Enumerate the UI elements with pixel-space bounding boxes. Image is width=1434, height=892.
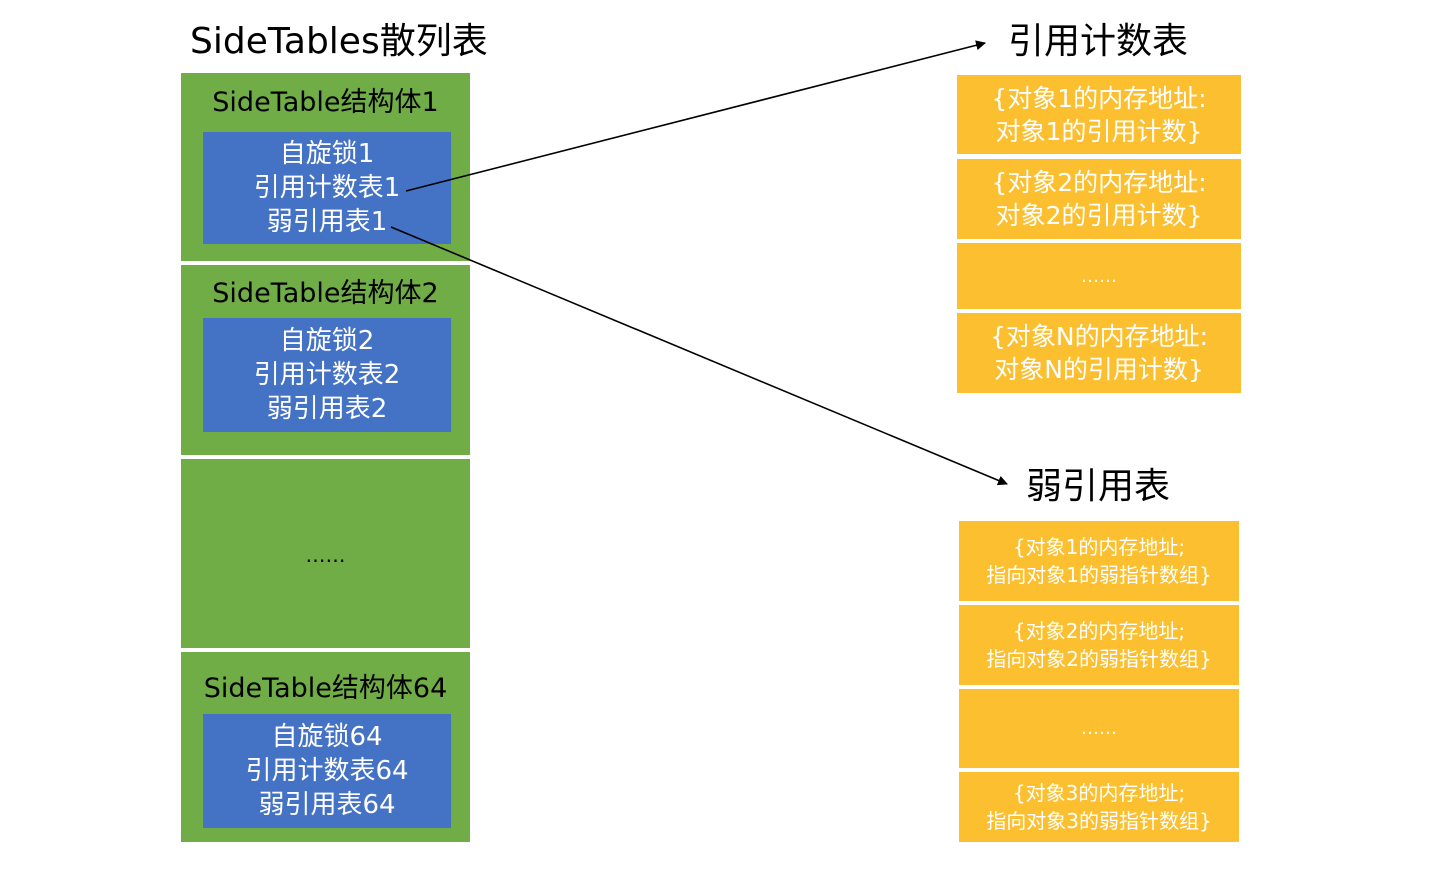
arrow-refcount-table: [405, 40, 986, 192]
weak-row-2-key: {对象2的内存地址;: [1012, 619, 1186, 643]
sidetable-struct-ellipsis: ……: [181, 459, 470, 648]
weak-row-2: {对象2的内存地址; 指向对象2的弱指针数组}: [959, 605, 1239, 685]
struct-1-fields: 自旋锁1 引用计数表1 弱引用表1: [203, 132, 451, 244]
weak-row-3-value: 指向对象3的弱指针数组}: [986, 809, 1212, 833]
weak-row-1: {对象1的内存地址; 指向对象1的弱指针数组}: [959, 521, 1239, 601]
struct-1-refcount-table: 引用计数表1: [253, 173, 401, 203]
weak-row-1-key: {对象1的内存地址;: [1012, 535, 1186, 559]
struct-1-name: SideTable结构体1: [212, 87, 439, 118]
sidetables-title: SideTables散列表: [190, 21, 488, 62]
weak-row-1-value: 指向对象1的弱指针数组}: [986, 563, 1212, 587]
weak-row-3-key: {对象3的内存地址;: [1012, 781, 1186, 805]
weak-row-ellipsis: ……: [959, 689, 1239, 768]
refcount-row-1-value: 对象1的引用计数}: [995, 116, 1203, 146]
struct-64-weak-table: 弱引用表64: [258, 790, 396, 820]
refcount-row-2: {对象2的内存地址: 对象2的引用计数}: [957, 159, 1241, 239]
weak-row-3: {对象3的内存地址; 指向对象3的弱指针数组}: [959, 772, 1239, 842]
struct-2-refcount-table: 引用计数表2: [253, 360, 401, 390]
weak-table-title: 弱引用表: [1026, 466, 1171, 507]
arrow-weak-table: [390, 226, 1008, 486]
sidetable-struct-2: SideTable结构体2 自旋锁2 引用计数表2 弱引用表2: [181, 265, 470, 455]
refcount-table-title: 引用计数表: [1008, 21, 1189, 62]
refcount-row-2-key: {对象2的内存地址:: [991, 168, 1207, 197]
struct-64-refcount-table: 引用计数表64: [245, 756, 409, 786]
sidetable-struct-64: SideTable结构体64 自旋锁64 引用计数表64 弱引用表64: [181, 652, 470, 842]
refcount-row-1: {对象1的内存地址: 对象1的引用计数}: [957, 75, 1241, 154]
weak-row-2-value: 指向对象2的弱指针数组}: [986, 647, 1212, 671]
struct-2-weak-table: 弱引用表2: [266, 394, 388, 424]
struct-2-fields: 自旋锁2 引用计数表2 弱引用表2: [203, 318, 451, 432]
struct-64-spinlock: 自旋锁64: [271, 722, 383, 752]
refcount-row-1-key: {对象1的内存地址:: [991, 83, 1207, 113]
refcount-ellipsis-text: ……: [1081, 265, 1117, 287]
weak-ellipsis-text: ……: [1081, 717, 1117, 739]
refcount-row-n-key: {对象N的内存地址:: [989, 322, 1209, 351]
refcount-row-2-value: 对象2的引用计数}: [995, 201, 1203, 230]
struct-64-fields: 自旋锁64 引用计数表64 弱引用表64: [203, 714, 451, 828]
refcount-row-n: {对象N的内存地址: 对象N的引用计数}: [957, 313, 1241, 393]
refcount-row-n-value: 对象N的引用计数}: [994, 355, 1204, 384]
struct-2-name: SideTable结构体2: [212, 278, 439, 309]
struct-64-name: SideTable结构体64: [203, 673, 448, 704]
struct-1-weak-table: 弱引用表1: [266, 207, 388, 237]
refcount-row-ellipsis: ……: [957, 243, 1241, 309]
sidetable-struct-1: SideTable结构体1 自旋锁1 引用计数表1 弱引用表1: [181, 73, 470, 261]
struct-ellipsis-text: ……: [305, 543, 346, 567]
struct-2-spinlock: 自旋锁2: [279, 326, 375, 356]
struct-1-spinlock: 自旋锁1: [279, 139, 375, 169]
